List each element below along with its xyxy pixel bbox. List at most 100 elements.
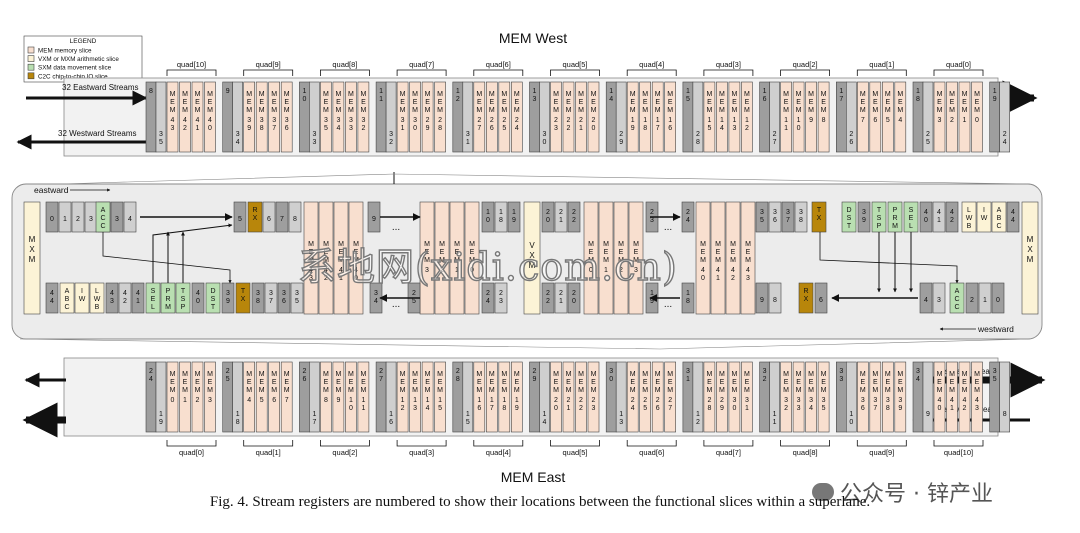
register-label-char: 8 [293,216,297,223]
mem-slice-label-char: M [501,371,507,378]
mem-slice-label: MEM [514,91,520,114]
mem-slice-index: 9 [809,117,813,124]
quad-label: quad[6] [639,448,664,457]
mem-slice-label-char: M [489,387,495,394]
mem-slice-label-char: M [603,241,609,248]
iw-slice-label-char: I [983,207,985,214]
mem-slice-label-char: E [438,379,443,386]
sel-slice-label: SEL [909,207,914,230]
stream-register [1006,201,1020,233]
mem-slice-label-char: E [349,99,354,106]
mem-slice-label-char: E [619,249,624,256]
mem-slice-label-char: E [732,99,737,106]
mem-slice-index-char: 4 [354,267,358,274]
stream-register [615,361,627,433]
ellipsis: ... [392,222,400,233]
mem-slice-label-char: E [455,249,460,256]
mem-slice-index: 41 [950,397,954,412]
mem-slice-index-char: 4 [171,117,175,124]
register-label-top-char: 2 [533,368,537,375]
mem-slice-index-char: 3 [746,275,750,282]
quad-brace [396,440,447,447]
mem-slice-label-char: M [425,107,431,114]
stream-register [385,81,397,153]
register-label-top-char: 1 [609,88,613,95]
mem-slice-label: MEM [259,371,265,394]
mem-slice-index: 4 [247,397,251,404]
mem-slice-index: 6 [873,117,877,124]
register-label-top: 9 [226,88,230,95]
mem-slice-label: MEM [974,91,980,114]
mem-slice [464,201,480,315]
mem-slice-index-char: 3 [554,125,558,132]
mem-slice-label-char: M [719,371,725,378]
dst-slice-label-char: T [211,304,216,311]
stream-register [232,81,243,153]
mem-slice-label-char: E [309,249,314,256]
register-label: 24 [686,209,690,224]
mem-slice-index: 21 [567,397,571,412]
mem-slice-index-char: 3 [349,125,353,132]
register-label-char: 4 [1011,209,1015,216]
quad-label: quad[8] [332,60,357,69]
mem-slice-label: MEM [353,241,359,264]
register-label-bottom-char: 5 [159,139,163,146]
register-label-bottom-char: 1 [466,139,470,146]
mem-slice-label-char: E [860,379,865,386]
mem-slice-label-char: M [821,387,827,394]
register-label-top: 18 [916,88,920,103]
mem-slice-label-char: M [796,91,802,98]
mem-slice-index-char: 1 [401,125,405,132]
mem-slice-label-char: M [182,387,188,394]
register-label: 42 [123,290,127,305]
register-label-char: 0 [50,216,54,223]
mem-slice-index: 14 [426,397,430,412]
register-label-char: 5 [412,298,416,305]
register-label-top: 27 [379,368,383,383]
mem-slice [550,81,562,153]
mem-slice-label-char: M [630,91,636,98]
register-label-bottom-char: 9 [159,419,163,426]
mem-slice-label: MEM [719,371,725,394]
mem-slice-label-char: M [348,387,354,394]
mem-slice-index-char: 2 [361,125,365,132]
legend-swatch [27,63,35,71]
mem-slice-label-char: M [642,107,648,114]
mem-slice-index-char: 2 [668,397,672,404]
mem-slice-label-char: E [668,99,673,106]
stream-register [945,201,959,233]
stream-register [965,282,979,314]
mem-slice [434,201,450,315]
mem-slice-index-char: 7 [490,405,494,412]
mem-slice-label-char: M [348,91,354,98]
register-label-char: 0 [196,298,200,305]
mem-slice [971,361,983,433]
quad-label: quad[2] [332,448,357,457]
mem-slice-label-char: M [796,387,802,394]
mem-slice-label: MEM [897,91,903,114]
dst-slice-label-char: S [847,215,852,222]
watermark: 系地网(xidi.com.cn) [297,244,678,289]
mem-slice-label-char: M [360,107,366,114]
mem-slice-label-char: M [323,371,329,378]
mem-slice-label-char: M [207,107,213,114]
register-label-top-char: 4 [149,376,153,383]
register-label-top-char: 1 [686,376,690,383]
mem-slice-label-char: M [323,257,329,264]
register-label-char: 4 [924,297,928,304]
register-label-char: 3 [110,298,114,305]
mem-slice [805,361,817,433]
mem-slice-index: 36 [285,117,289,132]
mem-slice-label-char: M [348,107,354,114]
register-label-char: 2 [970,297,974,304]
mem-slice-index: 20 [592,117,596,132]
mem-slice-label-char: M [259,387,265,394]
mem-slice-label-char: M [323,241,329,248]
stream-register [131,282,145,314]
mem-slice-label-char: E [361,99,366,106]
mem-slice-index: 30 [413,117,417,132]
mem-slice-index: 36 [861,397,865,412]
mem-slice-index-char: 4 [196,117,200,124]
register-label-top: 16 [763,88,767,103]
